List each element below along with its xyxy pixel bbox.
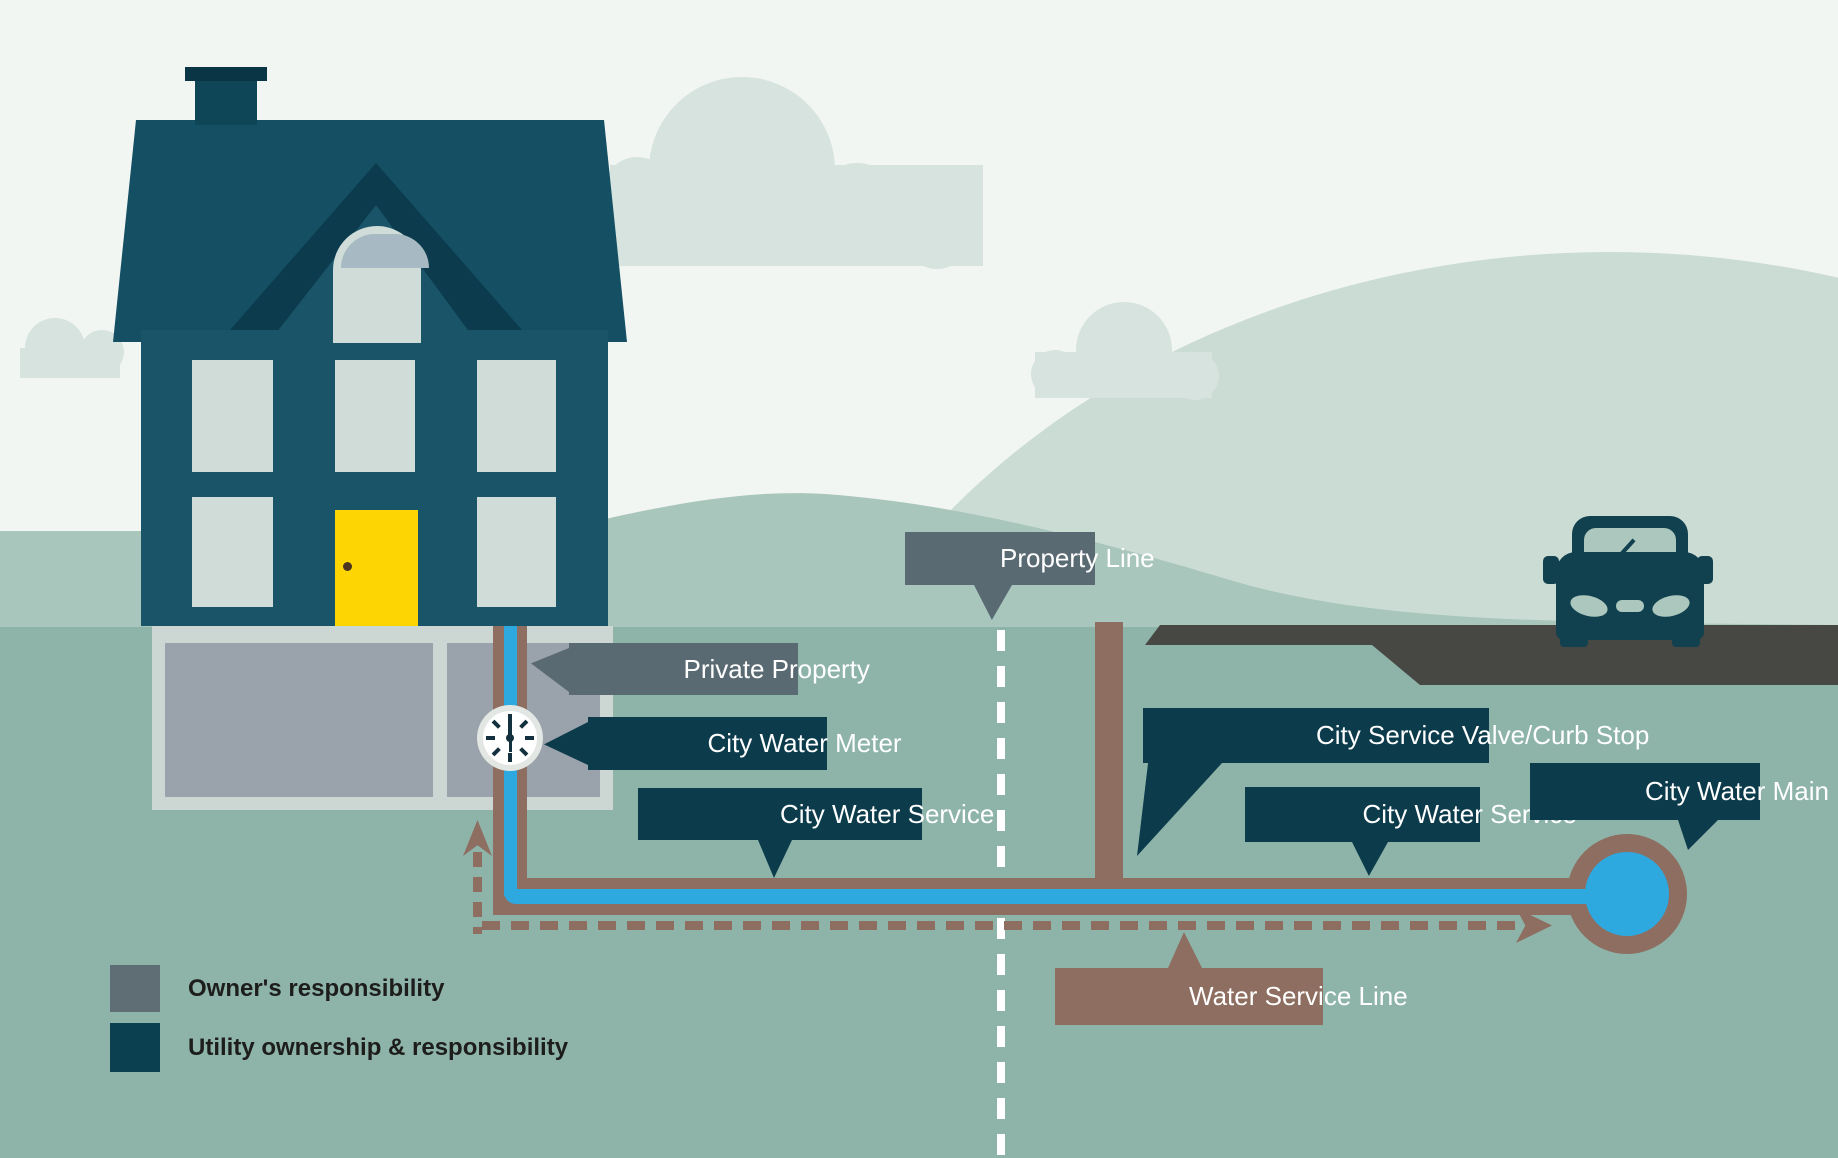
cloud-icon	[649, 77, 835, 263]
legend-swatch-owner	[110, 965, 160, 1012]
cloud-icon	[1076, 302, 1172, 398]
callout-label: City Water Service	[780, 799, 995, 829]
callout-property-line: Property Line	[905, 532, 1155, 585]
legend-swatch-utility	[110, 1023, 160, 1072]
callout-city-service-valve: City Service Valve/Curb Stop	[1143, 708, 1649, 763]
callout-city-water-meter: City Water Meter	[588, 717, 902, 770]
house-window	[192, 497, 273, 607]
basement-divider	[433, 643, 447, 797]
cloud-icon	[25, 318, 85, 378]
callout-private-property: Private Property	[569, 643, 870, 695]
cloud-icon	[817, 163, 897, 243]
water-main-water	[1585, 852, 1669, 936]
meter-tick	[486, 736, 495, 740]
cloud-icon	[1031, 350, 1079, 398]
house-window	[477, 360, 556, 472]
meter-hand	[508, 721, 512, 738]
callout-city-water-main: City Water Main	[1530, 763, 1829, 820]
house-arch-window	[333, 226, 429, 343]
callout-label: Private Property	[683, 654, 870, 684]
callout-label: Water Service Line	[1189, 981, 1408, 1011]
door-knob	[343, 562, 352, 571]
chimney-icon	[185, 67, 267, 81]
house-window	[192, 360, 273, 472]
callout-water-service-line: Water Service Line	[1055, 968, 1408, 1025]
meter-tick	[508, 753, 512, 762]
car-wheel	[1672, 631, 1700, 647]
car-wheel	[1560, 631, 1588, 647]
service-line-dashed-horizontal	[482, 921, 1522, 930]
callout-city-water-service-right: City Water Service	[1245, 787, 1577, 842]
cloud-icon	[1171, 352, 1219, 400]
curb-stop-riser	[1095, 622, 1123, 892]
callout-city-water-service-left: City Water Service	[638, 788, 994, 840]
chimney-icon	[195, 81, 257, 125]
callout-label: Property Line	[1000, 543, 1155, 573]
legend-label-utility: Utility ownership & responsibility	[188, 1034, 569, 1061]
meter-hand	[509, 740, 512, 752]
callout-label: City Water Main	[1645, 776, 1829, 806]
car-grille	[1616, 600, 1644, 612]
house-window	[335, 360, 415, 472]
house-window	[477, 497, 556, 607]
cloud-icon	[905, 205, 969, 269]
legend-label-owner: Owner's responsibility	[188, 975, 445, 1002]
service-line-dashed-vertical	[473, 852, 482, 934]
meter-tick	[525, 736, 534, 740]
callout-label: City Service Valve/Curb Stop	[1316, 720, 1650, 750]
water-flow-horizontal	[504, 889, 1600, 904]
meter-tick	[508, 714, 512, 723]
car-mirror	[1543, 556, 1559, 584]
callout-label: City Water Meter	[707, 728, 902, 758]
meter-center	[506, 734, 514, 742]
